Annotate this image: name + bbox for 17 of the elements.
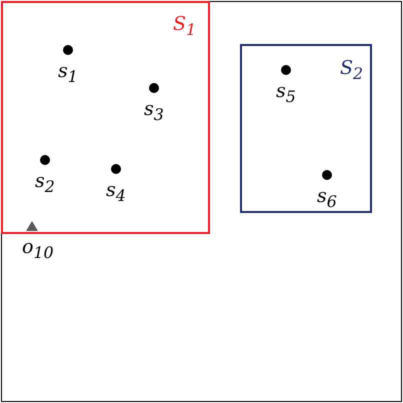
point-label: s$_{1}$ — [58, 62, 78, 85]
region-box — [240, 44, 372, 213]
point-marker — [63, 45, 73, 55]
point-label: s$_{2}$ — [35, 172, 55, 195]
point-marker — [149, 83, 159, 93]
point-label: o$_{10}$ — [22, 238, 54, 261]
point-label: s$_{4}$ — [106, 181, 126, 204]
triangle-marker — [26, 221, 38, 231]
point-label: s$_{3}$ — [144, 100, 164, 123]
point-marker — [40, 155, 50, 165]
region-label: S$_{2}$ — [340, 59, 364, 82]
point-label: s$_{5}$ — [276, 82, 296, 105]
point-label: s$_{6}$ — [317, 187, 337, 210]
point-marker — [281, 65, 291, 75]
region-label: S$_{1}$ — [173, 15, 196, 38]
point-marker — [322, 170, 332, 180]
point-marker — [111, 164, 121, 174]
